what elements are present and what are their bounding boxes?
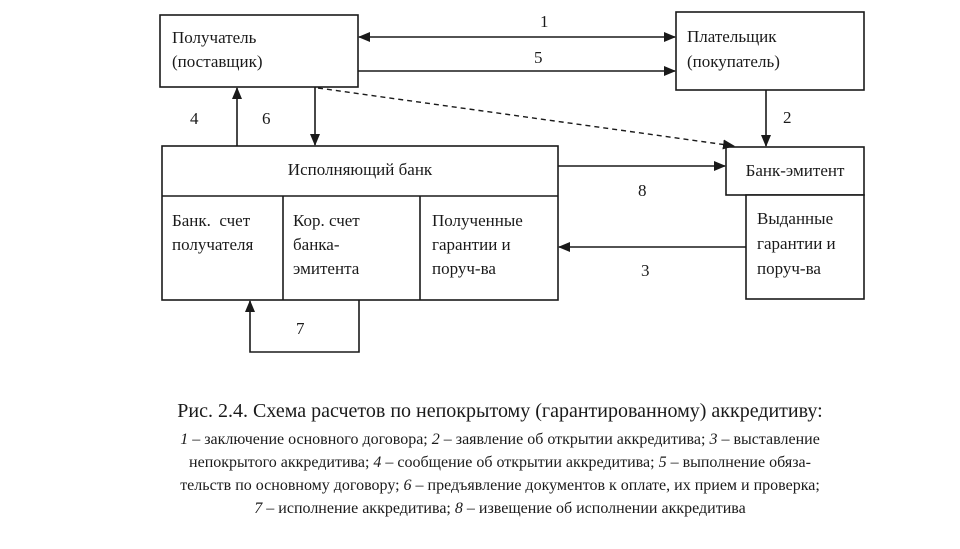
caption-segment: – выставление [717, 431, 820, 448]
caption-segment: – извещение об исполнении аккредитива [462, 500, 746, 517]
caption-segment: – заключение основного договора; [188, 431, 432, 448]
figure-caption-line-2: непокрытого аккредитива; 4 – сообщение о… [70, 451, 930, 474]
caption-segment: непокрытого аккредитива; [189, 454, 374, 471]
edge-7-label: 7 [296, 319, 305, 338]
payer-node: Плательщик (покупатель) [675, 11, 865, 91]
edge-5-label: 5 [534, 48, 543, 67]
caption-segment: 2 [431, 431, 440, 448]
caption-segment: 8 [454, 500, 463, 517]
caption-segment: – исполнение аккредитива; [262, 500, 455, 517]
edge-8-label: 8 [638, 181, 647, 200]
dashed-documents-arrow [317, 87, 735, 150]
caption-segment: – выполнение обяза- [666, 454, 811, 471]
payer-label-1: Плательщик [687, 27, 777, 46]
edge-4-label: 4 [190, 109, 199, 128]
received-guarantees-line-3: поруч-ва [432, 259, 496, 278]
caption-segment: 3 [709, 431, 718, 448]
corr-account-line-1: Кор. счет [293, 211, 360, 230]
issuer-bank-title: Банк-эмитент [746, 161, 845, 180]
received-guarantees-line-1: Полученные [432, 211, 523, 230]
issued-guarantees-line-1: Выданные [757, 209, 833, 228]
acc-recipient-line-1: Банк. счет [172, 211, 251, 230]
payer-label-2: (покупатель) [687, 52, 780, 71]
figure-caption-line-1: 1 – заключение основного договора; 2 – з… [70, 428, 930, 451]
caption-segment: – заявление об открытии аккредитива; [439, 431, 710, 448]
edge-1-label: 1 [540, 12, 549, 31]
edge-7-arrow [245, 300, 360, 353]
caption-segment: 4 [373, 454, 382, 471]
corr-account-line-2: банка- [293, 235, 340, 254]
recipient-label-1: Получатель [172, 28, 257, 47]
edge-6-label: 6 [262, 109, 271, 128]
figure-caption-line-3: тельств по основному договору; 6 – предъ… [70, 474, 930, 497]
figure-caption-title: Рис. 2.4. Схема расчетов по непокрытому … [177, 400, 823, 422]
issued-guarantees-line-2: гарантии и [757, 234, 836, 253]
caption-segment: 5 [658, 454, 667, 471]
recipient-node: Получатель (поставщик) [159, 14, 359, 88]
issuer-bank-node: Банк-эмитент [725, 146, 865, 196]
caption-segment: 7 [254, 500, 263, 517]
edge-2-label: 2 [783, 108, 792, 127]
figure-caption-line-4: 7 – исполнение аккредитива; 8 – извещени… [70, 497, 930, 520]
credit-scheme-diagram: Получатель (поставщик) Плательщик (покуп… [159, 11, 865, 353]
recipient-label-2: (поставщик) [172, 52, 263, 71]
corr-account-line-3: эмитента [293, 259, 360, 278]
caption-segment: – сообщение об открытии аккредитива; [381, 454, 659, 471]
edge-3-label: 3 [641, 261, 650, 280]
caption-segment: – предъявление документов к оплате, их п… [411, 477, 820, 494]
issued-guarantees-node: Выданные гарантии и поруч-ва [745, 194, 865, 300]
caption-segment: 6 [403, 477, 412, 494]
caption-segment: 1 [180, 431, 189, 448]
received-guarantees-line-2: гарантии и [432, 235, 511, 254]
executing-bank-node: Исполняющий банк Банк. счет получателя К… [161, 145, 559, 301]
caption-segment: тельств по основному договору; [180, 477, 404, 494]
issued-guarantees-line-3: поруч-ва [757, 259, 821, 278]
acc-recipient-line-2: получателя [172, 235, 253, 254]
executing-bank-title: Исполняющий банк [288, 160, 433, 179]
